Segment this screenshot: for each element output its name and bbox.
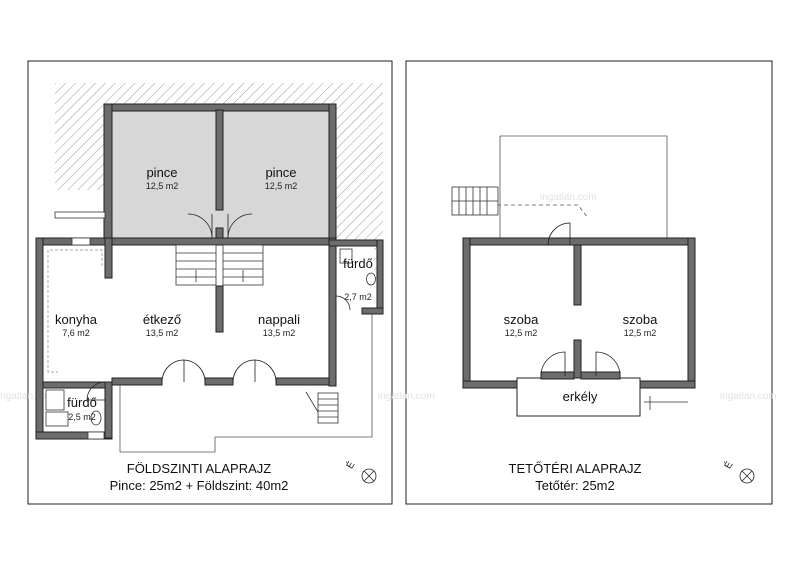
counter: [50, 249, 103, 268]
wall: [215, 109, 224, 211]
room-area: 2,7 m2: [344, 292, 372, 302]
toilet: [90, 410, 102, 426]
room-name: nappali: [258, 312, 300, 327]
ledge: [54, 211, 106, 219]
wall: [104, 381, 113, 439]
room-name: konyha: [55, 312, 98, 327]
wall: [204, 377, 234, 386]
wall: [215, 285, 224, 333]
room-area: 7,6 m2: [62, 328, 90, 338]
door-swing: [595, 351, 621, 377]
room-area: 2,5 m2: [68, 412, 96, 422]
room-area: 12,5 m2: [146, 181, 179, 191]
room-name: pince: [146, 165, 177, 180]
wall: [275, 377, 337, 386]
wall: [103, 103, 113, 241]
attic-floor-panel: [405, 60, 773, 505]
wall: [111, 377, 163, 386]
wall: [462, 237, 471, 389]
room-name: fürdő: [343, 256, 373, 271]
wall: [328, 237, 337, 387]
room-area: 12,5 m2: [505, 328, 538, 338]
wall: [376, 239, 384, 315]
wall: [462, 237, 696, 246]
stairs: [175, 244, 264, 286]
door-swing: [335, 295, 351, 311]
door-swing: [547, 222, 571, 246]
roof-outline: [499, 135, 668, 240]
watermark-text: ingatlan.com: [720, 391, 777, 402]
attic-floor-plan: szoba 12,5 m2 szoba 12,5 m2 erkély É TET…: [451, 135, 755, 493]
room-name: fürdő: [67, 395, 97, 410]
shower: [339, 248, 353, 264]
exterior-stairs: [305, 391, 339, 424]
wall: [687, 237, 696, 389]
watermark-text: ingatlan.com: [540, 192, 597, 203]
room-area: 13,5 m2: [146, 328, 179, 338]
window: [87, 431, 105, 440]
room-area: 12,5 m2: [624, 328, 657, 338]
room-area: 12,5 m2: [265, 181, 298, 191]
ground-floor-subtitle: Pince: 25m2 + Földszint: 40m2: [110, 478, 289, 493]
wall: [328, 239, 384, 247]
wall: [573, 244, 582, 306]
wall: [361, 307, 384, 315]
stairs: [451, 186, 499, 216]
room-name: pince: [265, 165, 296, 180]
wall: [328, 103, 337, 241]
room-area: 13,5 m2: [263, 328, 296, 338]
attic-floor-title: TETŐTÉRI ALAPRAJZ: [509, 461, 642, 476]
window: [71, 237, 91, 246]
room-name: erkély: [563, 389, 598, 404]
bathtub: [45, 411, 69, 427]
door-swing: [540, 351, 566, 377]
watermark-text: ingatlan.com: [0, 391, 55, 402]
wall: [580, 371, 621, 380]
ground-floor-plan: pince 12,5 m2 pince 12,5 m2 konyha 7,6 m…: [35, 83, 384, 493]
ground-floor-title: FÖLDSZINTI ALAPRAJZ: [127, 461, 272, 476]
attic-floor-subtitle: Tetőtér: 25m2: [535, 478, 615, 493]
room-name: szoba: [504, 312, 539, 327]
room-name: szoba: [623, 312, 658, 327]
dashed-line: [469, 204, 589, 219]
balcony: [516, 377, 641, 417]
door-swing: [253, 359, 277, 383]
wall: [540, 371, 575, 380]
toilet: [366, 272, 376, 286]
counter: [47, 250, 58, 373]
watermark-text: ingatlan.com: [378, 391, 435, 402]
terrace: [119, 314, 373, 453]
wall: [104, 237, 113, 279]
wall: [42, 381, 106, 389]
compass-icon: É: [721, 458, 755, 484]
wall: [35, 237, 44, 439]
room-name: étkező: [143, 312, 181, 327]
door-swing: [182, 359, 206, 383]
wall: [573, 339, 582, 382]
shower: [45, 389, 65, 411]
door-swing: [86, 381, 106, 401]
soil-hatch: [55, 83, 383, 278]
